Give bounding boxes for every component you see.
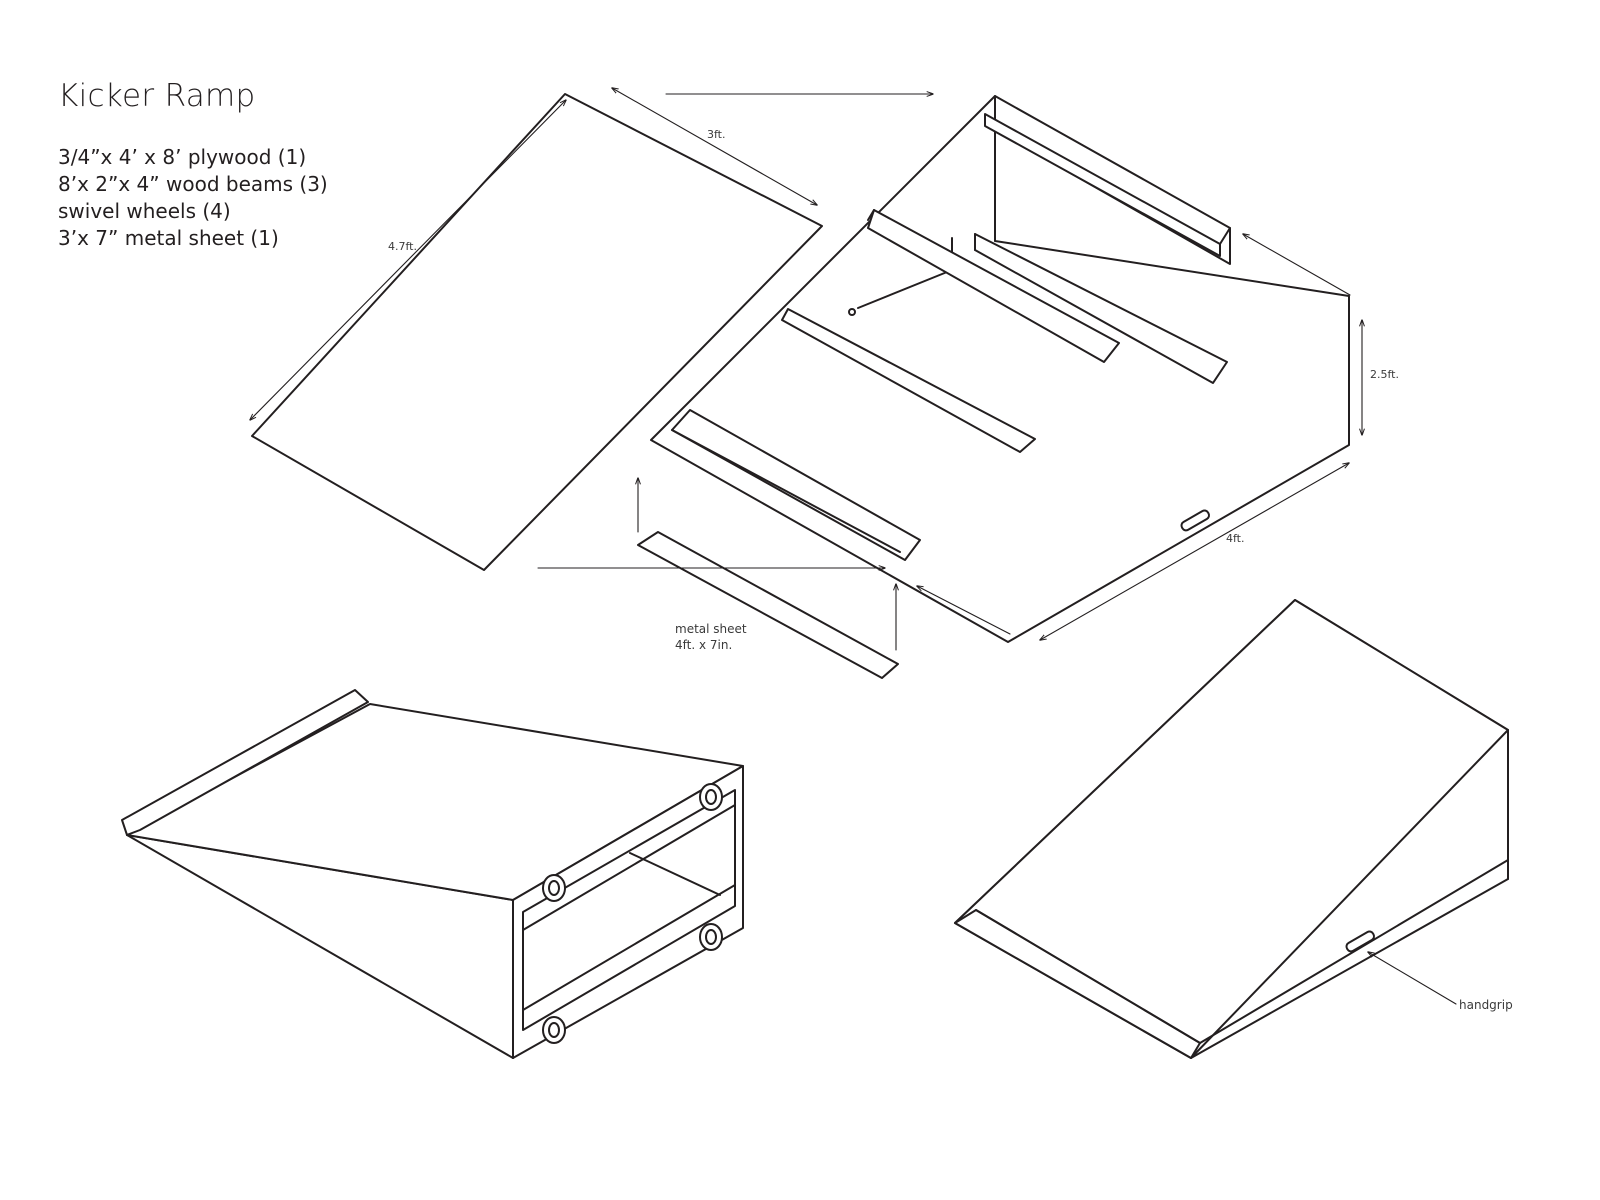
- dimension-height: 2.5ft.: [1362, 320, 1399, 435]
- swivel-wheel-2: [542, 874, 566, 902]
- dimension-base-length-label: 4ft.: [1226, 532, 1245, 545]
- page-title: Kicker Ramp: [58, 78, 256, 114]
- handgrip-slot: handgrip: [1345, 930, 1513, 1012]
- material-swivel-wheels: swivel wheels (4): [58, 199, 231, 223]
- wood-beam-2: [867, 209, 1120, 363]
- swivel-wheels: [542, 783, 723, 1044]
- dimension-height-label: 2.5ft.: [1370, 368, 1399, 381]
- ramp-frame: [650, 95, 1350, 643]
- top-rail-beam: [984, 95, 1231, 265]
- metal-sheet-size: 4ft. x 7in.: [675, 638, 732, 652]
- dimension-ramp-width: 3ft.: [612, 88, 933, 205]
- dimension-ramp-length: 4.7ft.: [250, 100, 566, 420]
- wood-beam-4: [671, 409, 921, 561]
- wood-beam-1: [974, 233, 1228, 384]
- swivel-wheel-4: [542, 1016, 566, 1044]
- dimension-top-rail: [1243, 234, 1351, 296]
- swivel-wheel-3: [699, 923, 723, 951]
- swivel-wheel-1: [699, 783, 723, 811]
- dimension-base-length: 4ft.: [1040, 463, 1349, 640]
- metal-sheet-label: metal sheet: [675, 622, 747, 636]
- wood-beam-3: [781, 308, 1036, 453]
- assembled-rear-view: [121, 689, 744, 1059]
- handgrip-label: handgrip: [1459, 998, 1513, 1012]
- assembled-front-view: [954, 599, 1509, 1059]
- dimension-ramp-length-label: 4.7ft.: [388, 240, 417, 253]
- dimension-ramp-width-label: 3ft.: [707, 128, 726, 141]
- material-metal-sheet: 3’x 7” metal sheet (1): [58, 226, 279, 250]
- metal-sheet-part: metal sheet 4ft. x 7in.: [537, 478, 1011, 679]
